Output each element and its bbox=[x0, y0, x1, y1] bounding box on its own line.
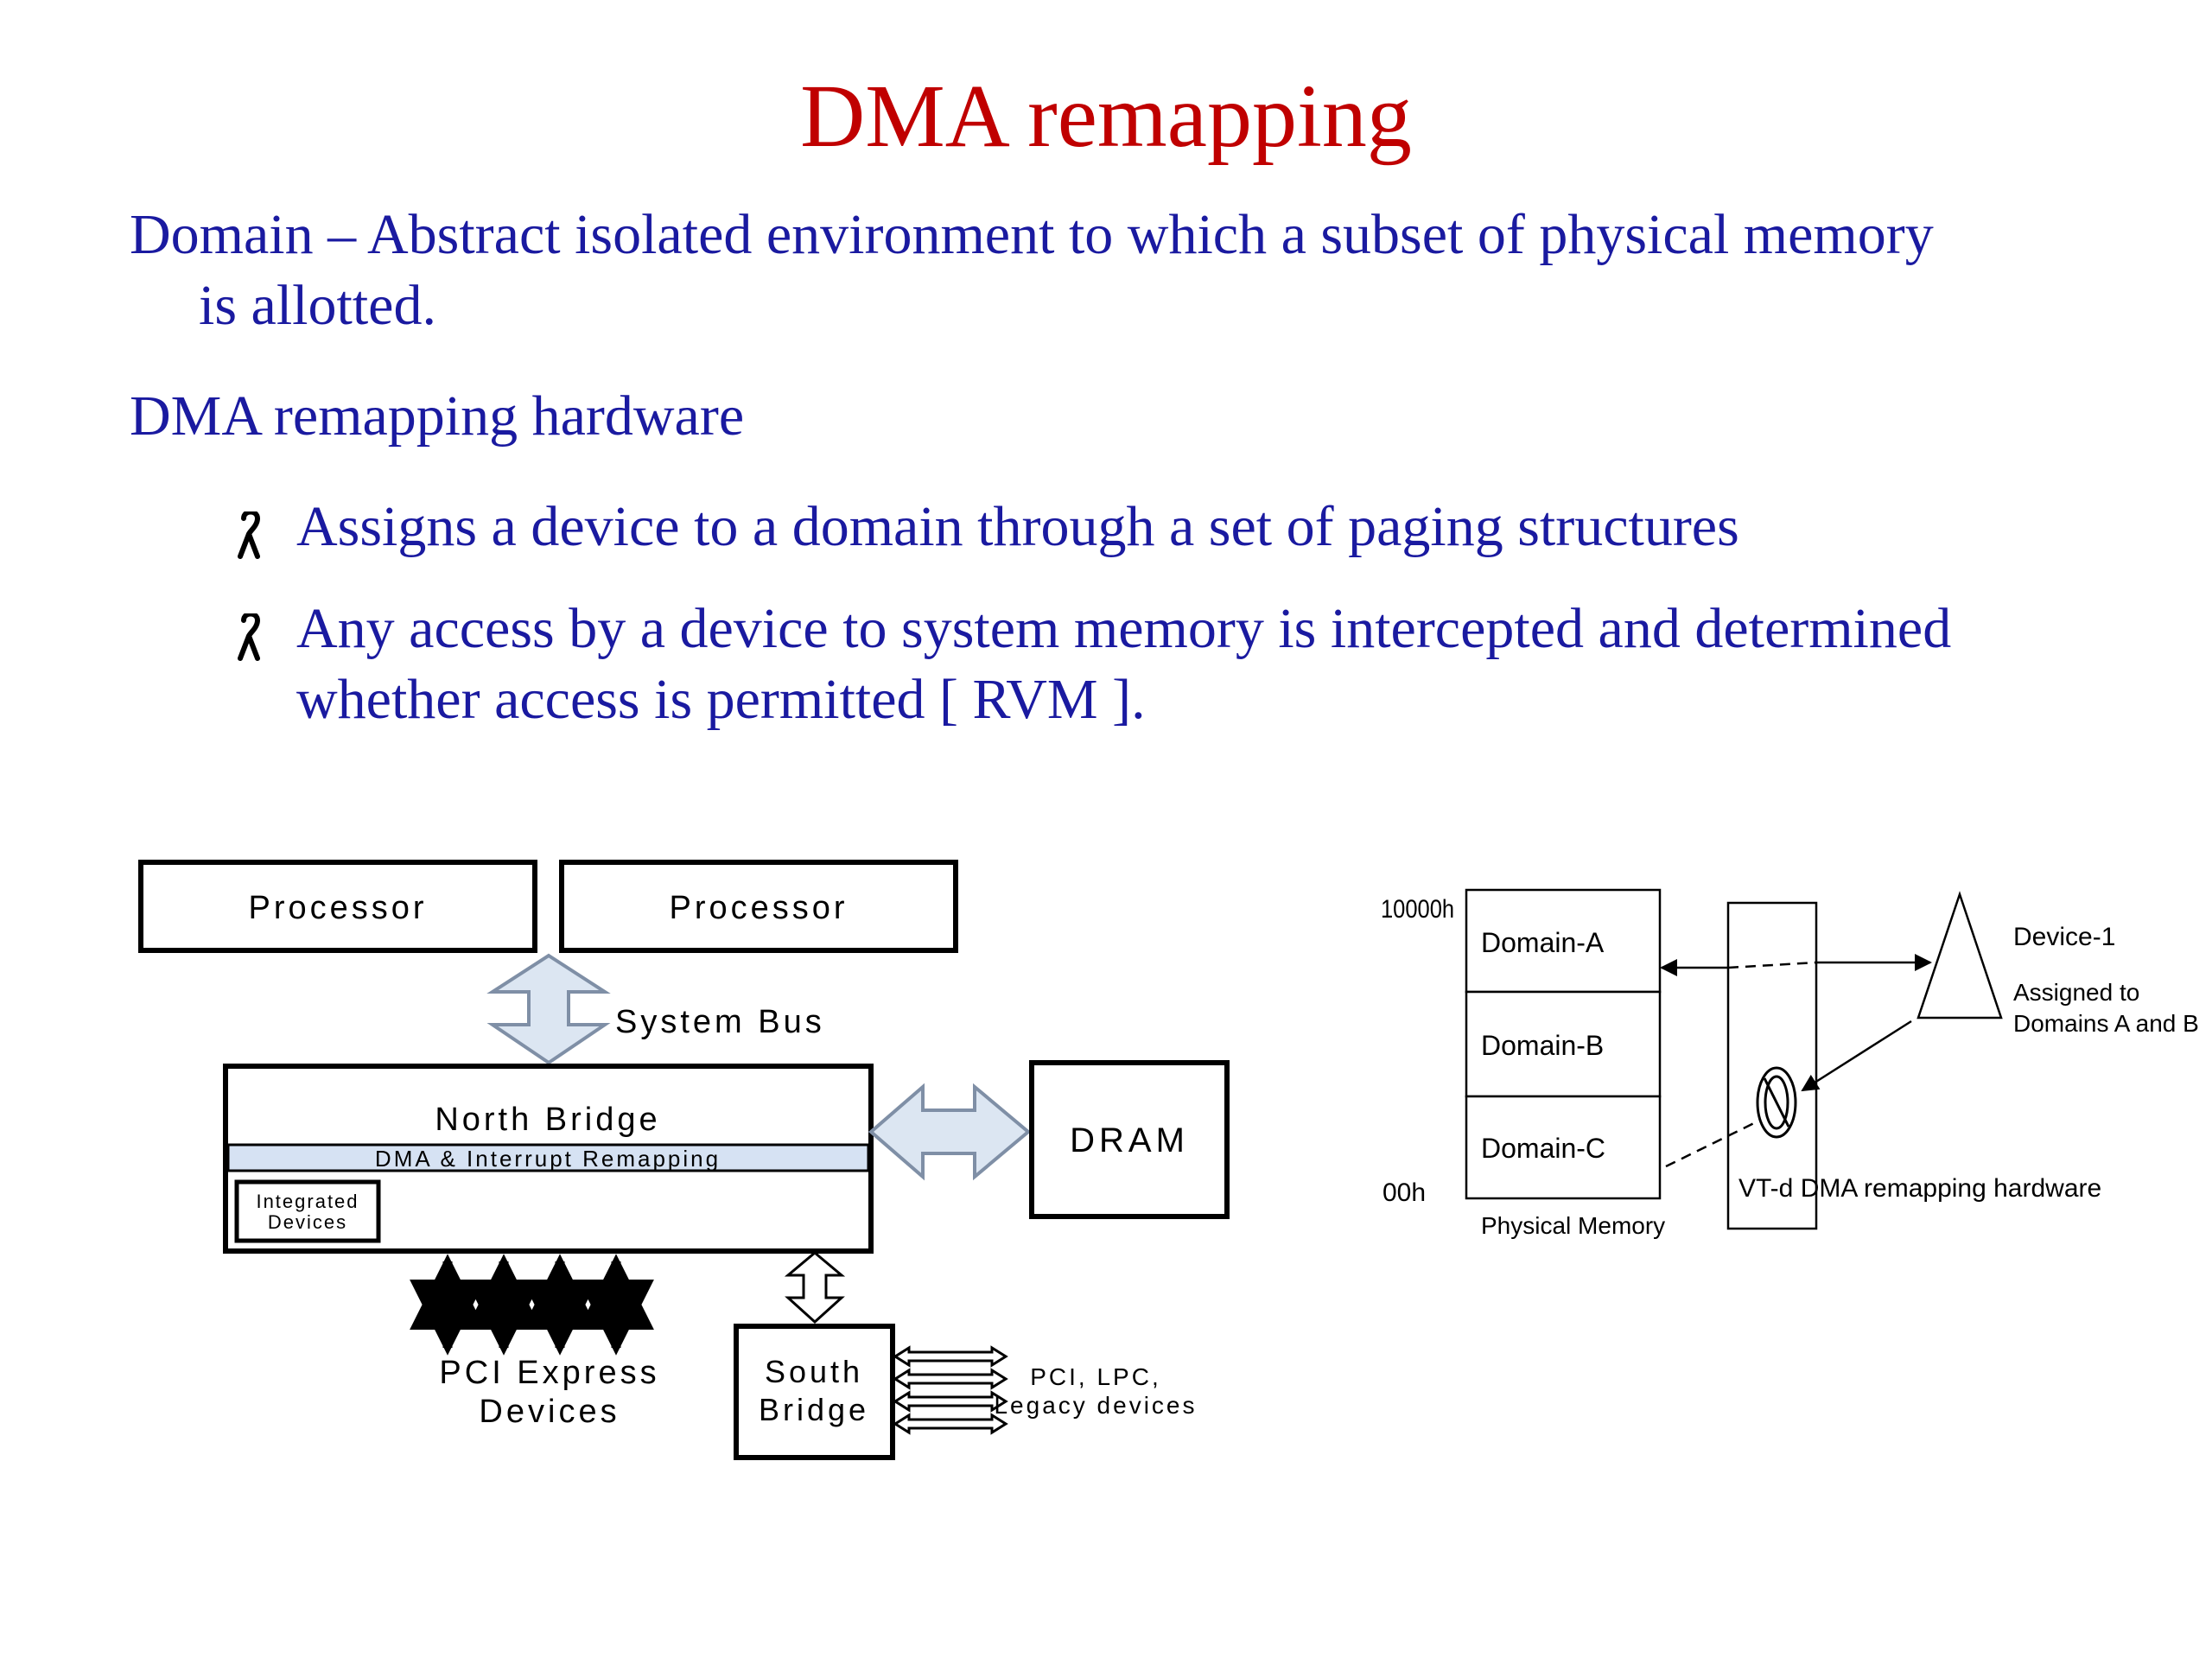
integrated-devices-label-1: Integrated bbox=[256, 1191, 359, 1212]
memory-domain-c bbox=[1465, 1095, 1662, 1200]
bullet-2-line-1: Any access by a device to system memory … bbox=[296, 597, 1952, 660]
allowed-access-arrow bbox=[1660, 954, 1932, 976]
integrated-devices-box bbox=[234, 1179, 381, 1243]
blocked-access-arrow bbox=[1801, 1020, 1912, 1092]
device-1-triangle bbox=[1916, 891, 2003, 1020]
processor-box-1 bbox=[138, 860, 537, 953]
dram-bus-arrow bbox=[868, 1083, 1032, 1181]
memory-domain-a bbox=[1465, 888, 1662, 994]
system-bus-label: System Bus bbox=[615, 1004, 825, 1040]
south-bridge-box bbox=[734, 1324, 895, 1460]
south-bridge-label-1: South bbox=[765, 1354, 863, 1389]
legacy-arrows bbox=[893, 1345, 1008, 1435]
remap-strip bbox=[226, 1143, 870, 1172]
domain-c-label: Domain-C bbox=[1481, 1133, 1605, 1164]
assigned-label-1: Assigned to bbox=[2013, 979, 2139, 1006]
processor-label-1: Processor bbox=[248, 890, 427, 926]
south-link-arrow bbox=[784, 1251, 846, 1324]
pcie-label-2: Devices bbox=[479, 1394, 620, 1430]
section-heading: DMA remapping hardware bbox=[130, 384, 745, 448]
domain-a-label: Domain-A bbox=[1481, 927, 1605, 958]
dram-box bbox=[1029, 1060, 1230, 1219]
definition-line-1: Domain – Abstract isolated environment t… bbox=[130, 203, 1934, 266]
slide-title: DMA remapping bbox=[800, 67, 1412, 166]
bullet-ribbon-icon bbox=[238, 511, 261, 559]
blocked-icon bbox=[1756, 1066, 1797, 1139]
integrated-devices-label-2: Devices bbox=[268, 1211, 347, 1233]
assigned-label-2: Domains A and B bbox=[2013, 1010, 2199, 1037]
pcie-arrows bbox=[410, 1254, 654, 1356]
memory-domain-b bbox=[1465, 990, 1662, 1098]
dram-label: DRAM bbox=[1070, 1121, 1189, 1159]
south-bridge-label-2: Bridge bbox=[759, 1392, 869, 1427]
processor-label-2: Processor bbox=[669, 890, 848, 926]
definition-line-2: is allotted. bbox=[199, 274, 436, 337]
legacy-label-1: PCI, LPC, bbox=[1030, 1363, 1160, 1390]
remapping-hardware-box bbox=[1726, 901, 1818, 1230]
device-1-label: Device-1 bbox=[2013, 923, 2115, 951]
address-bottom-label: 00h bbox=[1382, 1178, 1426, 1207]
physical-memory-label: Physical Memory bbox=[1481, 1212, 1665, 1239]
bullet-1-text: Assigns a device to a domain through a s… bbox=[296, 495, 1739, 558]
processor-box-2 bbox=[559, 860, 958, 953]
pcie-label-1: PCI Express bbox=[439, 1355, 659, 1391]
remap-strip-label: DMA & Interrupt Remapping bbox=[375, 1146, 721, 1172]
remapping-hardware-label: VT-d DMA remapping hardware bbox=[1738, 1174, 2101, 1203]
domain-b-label: Domain-B bbox=[1481, 1030, 1604, 1061]
system-bus-arrow bbox=[486, 953, 611, 1065]
address-top-label: 10000h bbox=[1381, 894, 1454, 923]
north-bridge-label: North Bridge bbox=[435, 1102, 660, 1138]
legacy-label-2: Legacy devices bbox=[994, 1392, 1197, 1419]
bullet-ribbon-icon bbox=[238, 613, 261, 661]
bullet-2-line-2: whether access is permitted [ RVM ]. bbox=[296, 668, 1146, 731]
